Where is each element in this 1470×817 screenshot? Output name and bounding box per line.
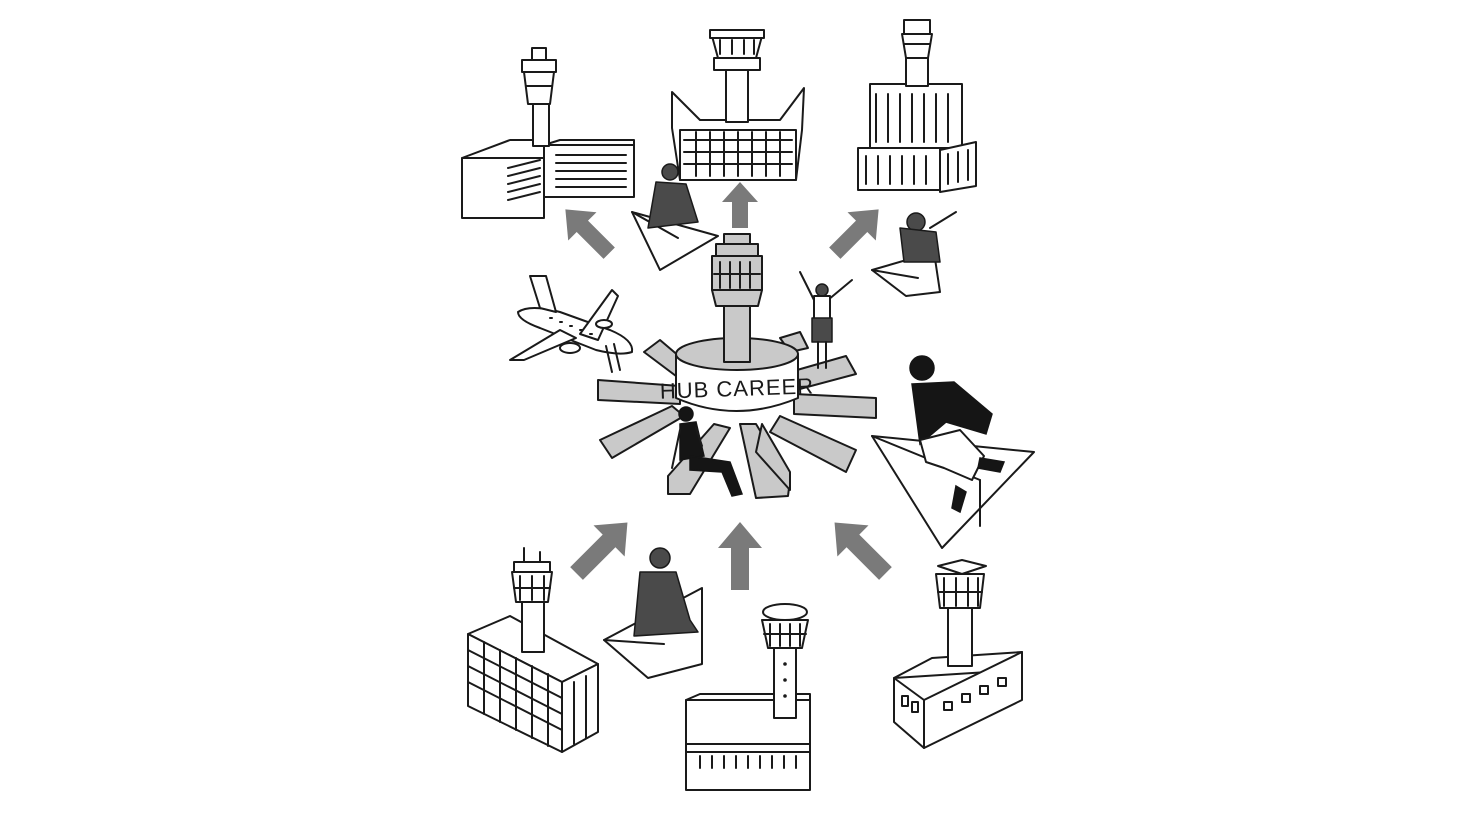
paper-plane-icon-right (871, 355, 1035, 549)
person-icon-cheering (799, 271, 853, 369)
terminal-bottom-center (685, 603, 811, 791)
paper-plane-icon-bottom-left (603, 547, 703, 679)
terminal-top-center (671, 29, 805, 181)
arrow-top-left (565, 209, 615, 259)
control-tower-icon (711, 233, 763, 363)
person-icon-sitting (671, 406, 744, 497)
arrow-top-right (829, 209, 879, 259)
arrow-top-center (722, 182, 758, 228)
terminal-top-right (857, 19, 977, 193)
arrow-bottom-left (570, 522, 628, 580)
arrow-bottom-center (718, 522, 762, 590)
terminal-bottom-right (893, 559, 1023, 749)
terminal-bottom-left (467, 547, 599, 753)
airplane-icon (509, 275, 634, 373)
terminal-top-left (461, 47, 635, 219)
arrow-bottom-right (834, 522, 892, 580)
paper-plane-icon-top-left (631, 163, 719, 271)
hub-building: HUB CAREER (659, 337, 814, 412)
hub-label: HUB CAREER (659, 373, 814, 403)
paper-plane-icon-top-right (871, 211, 957, 297)
